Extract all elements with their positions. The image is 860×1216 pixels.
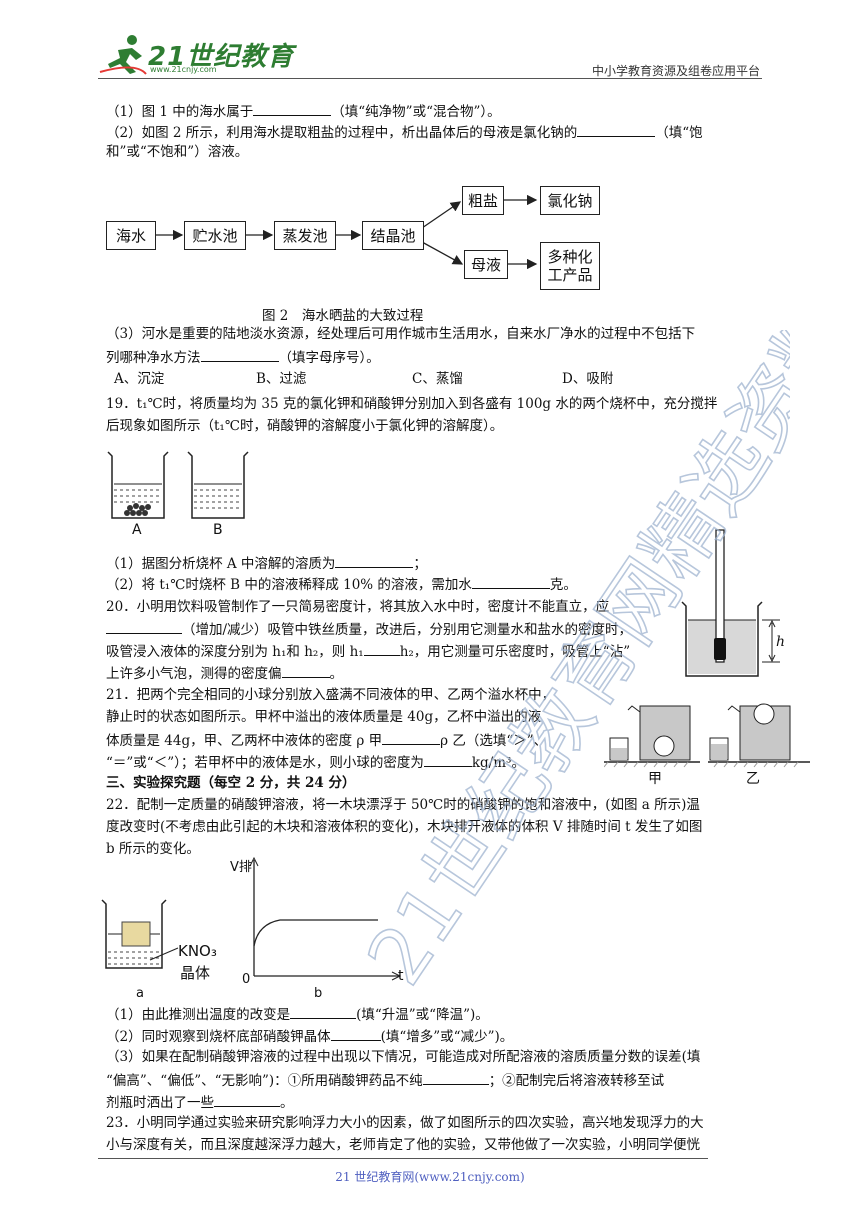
beaker-b-label: B xyxy=(213,522,223,538)
axis-y-label: V排 xyxy=(230,860,252,875)
q22-part2: （2）同时观察到烧杯底部硝酸钾晶体(填“增多”或“减少”)。 xyxy=(106,1026,513,1046)
q22-part1: （1）由此推测出温度的改变是(填“升温”或“降温”)。 xyxy=(106,1004,489,1024)
figure2-caption: 图 2 海水晒盐的大致过程 xyxy=(262,308,424,324)
cup-jia-label: 甲 xyxy=(648,771,662,787)
answer-blank[interactable] xyxy=(471,574,550,589)
q20-line2: （增加/减少）吸管中铁丝质量，改进后，分别用它测量水和盐水的密度时， xyxy=(106,619,632,639)
q23-line1: 23．小明同学通过实验来研究影响浮力大小的因素，做了如图所示的四次实验，高兴地发… xyxy=(106,1115,704,1131)
beaker-a-label: A xyxy=(132,522,142,538)
platform-name: 中小学教育资源及组卷应用平台 xyxy=(591,64,760,78)
q23-line2: 小与深度有关，而且深度越深浮力越大，老师肯定了他的实验，又带他做了一次实验，小明… xyxy=(106,1137,700,1153)
section3-title: 三、实验探究题（每空 2 分，共 24 分） xyxy=(106,775,356,791)
answer-blank[interactable] xyxy=(330,1026,381,1041)
logo-text: 21世纪教育 xyxy=(148,42,295,72)
q20-line4: 上许多小气泡，测得的密度偏。 xyxy=(106,663,343,683)
answer-blank[interactable] xyxy=(422,1070,489,1085)
densimeter-figure xyxy=(681,529,780,677)
q18-part3: （3）河水是重要的陆地淡水资源，经处理后可用作城市生活用水，自来水厂净水的过程中… xyxy=(106,326,696,342)
answer-blank[interactable] xyxy=(200,347,279,362)
flow-crystallization-pool: 结晶池 xyxy=(362,221,424,250)
q19-line2: 后现象如图所示（t₁℃时，硝酸钾的溶解度小于氯化钾的溶解度）。 xyxy=(106,418,504,434)
flow-seawater: 海水 xyxy=(106,221,156,250)
flow-mother-liquor: 母液 xyxy=(464,250,508,279)
option-c: C、蒸馏 xyxy=(412,371,463,387)
logo-runner-icon xyxy=(99,35,147,75)
answer-blank[interactable] xyxy=(290,1004,357,1019)
q22-part3-end: 剂瓶时洒出了一些。 xyxy=(106,1092,294,1112)
figure-a-label: a xyxy=(136,986,144,1001)
beaker-wood-block-figure xyxy=(101,899,179,969)
answer-blank[interactable] xyxy=(382,730,441,745)
q18-part3-cont: 列哪种净水方法（填字母序号）。 xyxy=(106,347,380,367)
crystal-label: 晶体 xyxy=(180,964,211,982)
q18-part2: （2）如图 2 所示，利用海水提取粗盐的过程中，析出晶体后的母液是氯化钠的（填“… xyxy=(106,122,703,142)
depth-h-label: h xyxy=(776,634,786,650)
answer-blank[interactable] xyxy=(253,101,332,116)
flow-crude-salt: 粗盐 xyxy=(462,186,504,215)
flow-arrows xyxy=(155,194,538,270)
header-divider xyxy=(98,78,762,79)
q18-part1: （1）图 1 中的海水属于（填“纯净物”或“混合物”）。 xyxy=(106,101,501,121)
q19-line1: 19．t₁℃时，将质量均为 35 克的氯化钾和硝酸钾分别加入到各盛有 100g … xyxy=(106,396,718,412)
axis-origin-label: 0 xyxy=(242,972,251,987)
kno3-label: KNO₃ xyxy=(178,942,217,960)
answer-blank[interactable] xyxy=(214,1092,280,1107)
footer-divider xyxy=(98,1158,708,1159)
q21-line2: 静止时的状态如图所示。甲杯中溢出的液体质量是 40g，乙杯中溢出的液 xyxy=(106,709,542,725)
flow-chemical-products: 多种化工产品 xyxy=(540,242,600,290)
option-b: B、过滤 xyxy=(256,371,307,387)
option-a: A、沉淀 xyxy=(114,371,165,387)
beakers-ab-figure xyxy=(107,451,249,519)
flow-sodium-chloride: 氯化钠 xyxy=(540,186,600,215)
answer-blank[interactable] xyxy=(577,122,656,137)
q22-line2: 度改变时(不考虑由此引起的木块和溶液体积的变化)，木块排开液体的体积 V 排随时… xyxy=(106,819,703,835)
axis-x-label: t xyxy=(398,968,404,984)
q19-part1: （1）据图分析烧杯 A 中溶解的溶质为； xyxy=(106,553,427,573)
q19-part2: （2）将 t₁℃时烧杯 B 中的溶液稀释成 10% 的溶液，需加水克。 xyxy=(106,574,577,594)
answer-blank[interactable] xyxy=(281,663,330,678)
option-d: D、吸附 xyxy=(562,371,614,387)
answer-blank[interactable] xyxy=(423,752,472,767)
q18-part2-cont: 和”或“不饱和”）溶液。 xyxy=(106,144,249,160)
flow-storage-pool: 贮水池 xyxy=(184,221,246,250)
footer-text: 21 世纪教育网(www.21cnjy.com) xyxy=(335,1170,525,1184)
q20-line1: 20．小明用饮料吸管制作了一只简易密度计，将其放入水中时，密度计不能直立，应 xyxy=(106,599,610,615)
q22-part3: （3）如果在配制硝酸钾溶液的过程中出现以下情况，可能造成对所配溶液的溶质质量分数… xyxy=(106,1049,701,1065)
volume-time-graph xyxy=(249,856,402,981)
cup-yi-label: 乙 xyxy=(746,771,760,787)
flow-evaporation-pool: 蒸发池 xyxy=(274,221,336,250)
q22-part3-cont: “偏高”、“偏低”、“无影响”)：①所用硝酸钾药品不纯；②配制完后将溶液转移至试 xyxy=(106,1070,664,1090)
logo-url: www.21cnjy.com xyxy=(150,65,217,74)
figure-b-label: b xyxy=(314,986,323,1001)
q22-line1: 22．配制一定质量的硝酸钾溶液，将一木块漂浮于 50℃时的硝酸钾的饱和溶液中，(… xyxy=(106,797,700,813)
overflow-cups-figure xyxy=(604,703,810,768)
answer-blank[interactable] xyxy=(335,553,414,568)
answer-blank[interactable] xyxy=(363,641,400,656)
q21-line1: 21．把两个完全相同的小球分别放入盛满不同液体的甲、乙两个溢水杯中， xyxy=(106,687,556,703)
answer-blank[interactable] xyxy=(106,619,182,634)
q22-line3: b 所示的变化。 xyxy=(106,841,200,857)
